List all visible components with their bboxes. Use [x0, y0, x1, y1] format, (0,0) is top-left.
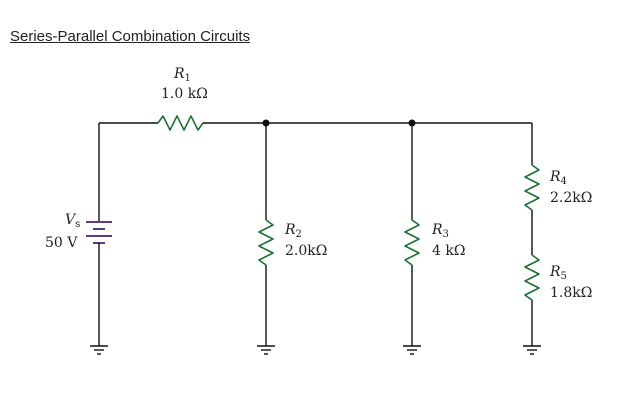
page-title: Series-Parallel Combination Circuits	[10, 28, 251, 45]
r1-value-label: 1.0 kΩ	[161, 86, 208, 102]
resistor-r3	[404, 219, 420, 266]
resistor-r2	[258, 219, 274, 266]
source-symbol-label: Vs	[65, 212, 80, 230]
r5-symbol-label: R5	[549, 264, 567, 282]
ground-icon	[257, 345, 275, 355]
resistor-r1	[157, 115, 204, 131]
resistor-r4	[524, 164, 540, 211]
r2-symbol-label: R2	[284, 222, 302, 240]
r3-value-label: 4 kΩ	[432, 243, 465, 259]
ground-icon	[403, 345, 421, 355]
resistor-r5	[524, 254, 540, 301]
r5-value-label: 1.8kΩ	[550, 285, 592, 301]
r3-symbol-label: R3	[431, 222, 449, 240]
ground-icon	[523, 345, 541, 355]
r2-value-label: 2.0kΩ	[285, 243, 327, 259]
source-value-label: 50 V	[45, 235, 78, 251]
r1-symbol-label: R1	[173, 66, 191, 84]
r4-symbol-label: R4	[549, 169, 567, 187]
ground-icon	[90, 345, 108, 355]
r4-value-label: 2.2kΩ	[550, 190, 592, 206]
